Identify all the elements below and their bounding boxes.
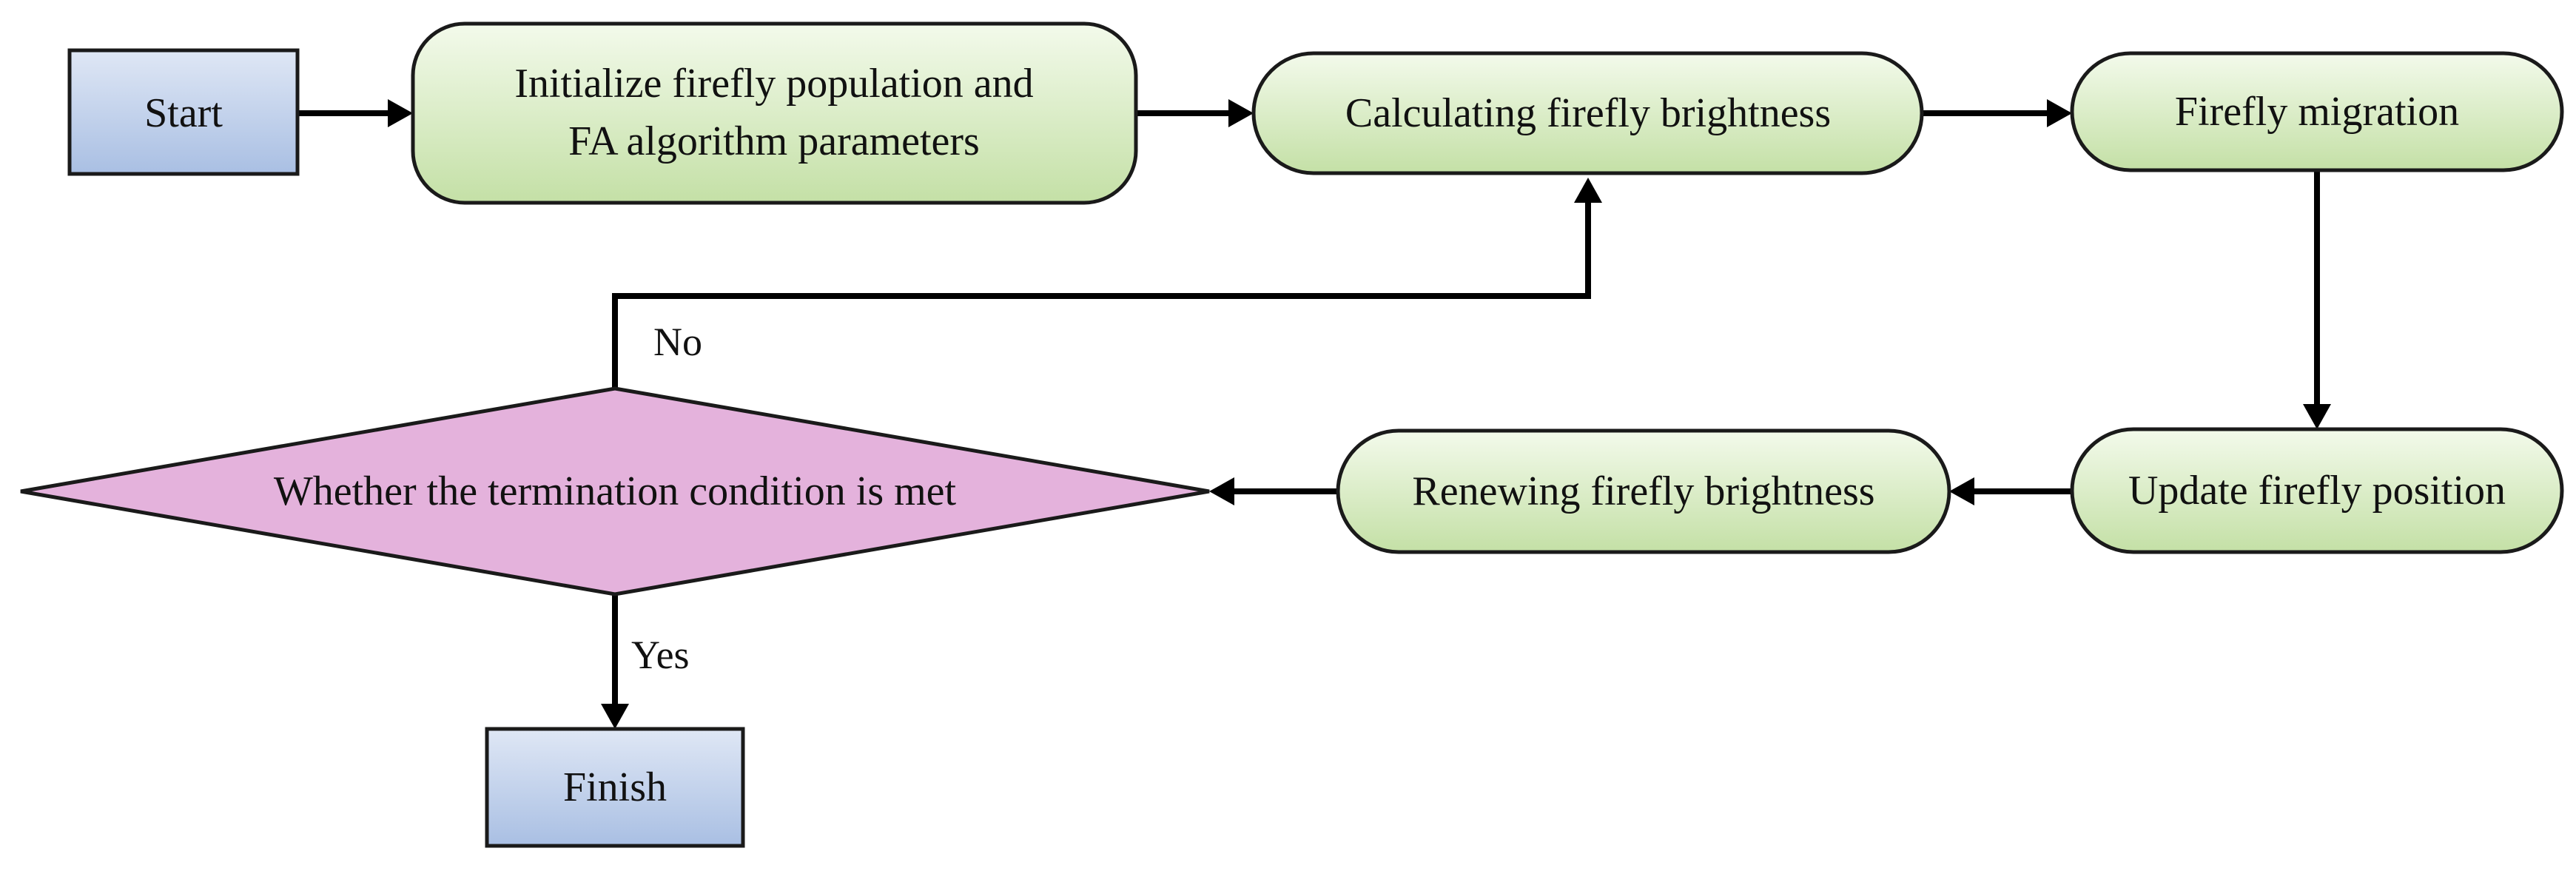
arrowhead-decision: [1209, 477, 1234, 505]
calc-box: [1251, 51, 1924, 175]
decision-label: Whether the termination condition is met: [274, 468, 957, 514]
update-box: [2070, 427, 2564, 554]
start-box: [67, 48, 300, 176]
migration-node: Firefly migration: [2070, 51, 2564, 172]
arrowhead-finish: [601, 704, 629, 729]
arrow-no-loop: [612, 200, 1591, 389]
init-label-line-1: Initialize firefly population and: [514, 61, 1033, 107]
calc-label: Calculating firefly brightness: [1345, 90, 1831, 136]
update-label: Update firefly position: [2128, 468, 2506, 514]
arrowhead-calc: [1228, 99, 1254, 127]
arrowhead-calc-loop: [1574, 178, 1602, 203]
start-label: Start: [144, 90, 223, 136]
renew-node: Renewing firefly brightness: [1336, 428, 1951, 554]
update-node: Update firefly position: [2070, 427, 2564, 554]
calc-node: Calculating firefly brightness: [1251, 51, 1924, 175]
arrowhead-migration: [2047, 99, 2072, 127]
finish-label: Finish: [563, 764, 667, 810]
renew-label: Renewing firefly brightness: [1412, 468, 1874, 514]
arrowhead-renew: [1949, 477, 1974, 505]
decision-diamond: [20, 386, 1210, 596]
renew-box: [1336, 428, 1951, 554]
init-node: Initialize firefly population and FA alg…: [411, 21, 1138, 205]
connectors: [297, 99, 2331, 729]
finish-box: [485, 727, 745, 848]
arrowhead-init: [388, 99, 413, 127]
migration-box: [2070, 51, 2564, 172]
arrowhead-update: [2303, 404, 2331, 429]
finish-node: Finish: [485, 727, 745, 848]
yes-edge-label: Yes: [631, 633, 690, 677]
init-label-line-2: FA algorithm parameters: [568, 118, 980, 164]
migration-label: Firefly migration: [2175, 89, 2459, 135]
start-node: Start: [67, 48, 300, 176]
no-edge-label: No: [653, 320, 702, 364]
decision-node: Whether the termination condition is met: [20, 386, 1210, 596]
init-box: [411, 21, 1138, 205]
